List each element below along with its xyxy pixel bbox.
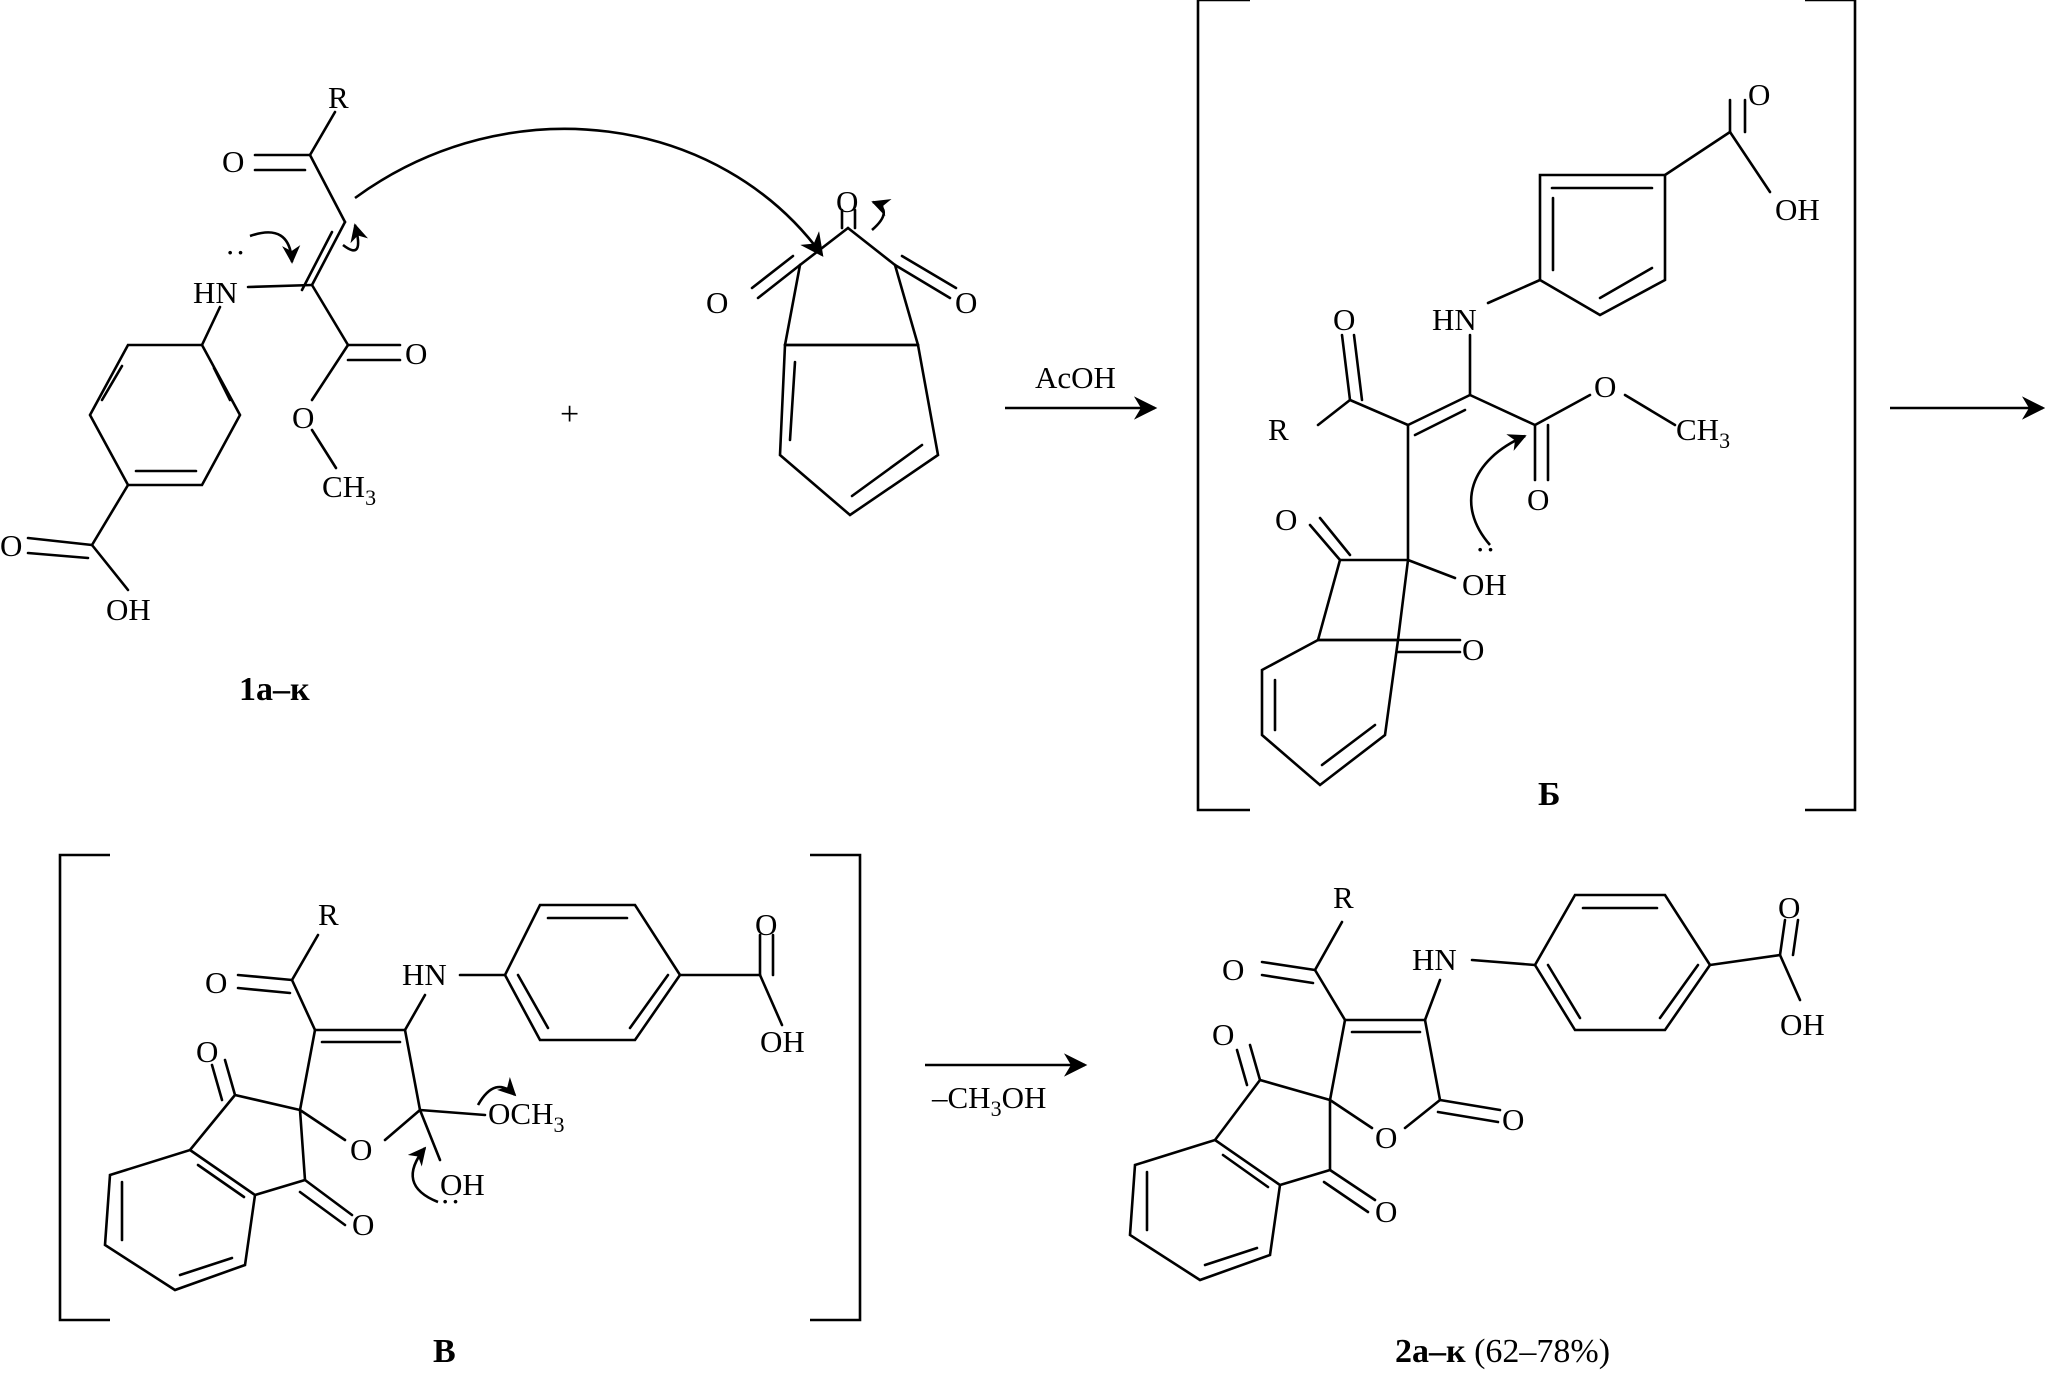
product-2: O OH HN R O O O O O 2а–к (62–78%) [1128, 880, 1825, 1370]
reagent-minus-methanol: –CH3OH [931, 1080, 1046, 1121]
v-acid-o: O [755, 907, 777, 942]
b-oh-label: OH [1462, 567, 1507, 602]
intermediate-b: O OH HN O R O CH3 O O OH ·· O Б [1196, 0, 1857, 813]
b-indane-o2: O [1462, 632, 1484, 667]
intermediate-v: O OH HN R O OCH3 O OH ·· O O В [58, 853, 862, 1370]
intermediate-b-caption: Б [1538, 776, 1560, 813]
v-indane-o2: O [352, 1207, 374, 1242]
v-methoxide-arrow [476, 1076, 517, 1106]
indanetrione-structure: O O O [706, 184, 977, 517]
compound-1-ester-o: O [405, 336, 427, 371]
b-r-label: R [1268, 412, 1289, 447]
compound-1-structure: R O HN ·· O O CH3 O OH 1а–к [0, 80, 427, 708]
compound-1-caption: 1а–к [239, 671, 310, 708]
p2-ketone-o: O [1222, 952, 1244, 987]
p2-r-label: R [1333, 880, 1354, 915]
product-2-caption: 2а–к (62–78%) [1395, 1333, 1610, 1370]
compound-1-lone-pair: ·· [225, 235, 246, 270]
compound-1-acid-oh: OH [106, 592, 151, 627]
p2-ring-o: O [1375, 1120, 1397, 1155]
attack-arrow [354, 127, 824, 257]
b-cyclization-arrow [1469, 434, 1527, 546]
compound-1-r-label: R [328, 80, 349, 115]
b-indane-o1: O [1275, 502, 1297, 537]
indanetrione-bonds [750, 208, 958, 517]
p2-lactone-o: O [1502, 1102, 1524, 1137]
intermediate-v-bonds [103, 903, 784, 1292]
p2-acid-oh: OH [1780, 1007, 1825, 1042]
b-lone-pair: ·· [1475, 532, 1496, 567]
b-nh-label: HN [1432, 302, 1477, 337]
intermediate-b-bonds [1260, 98, 1772, 787]
b-acid-oh: OH [1775, 192, 1820, 227]
bracket-v-right [810, 853, 862, 1322]
v-indane-o1: O [196, 1034, 218, 1069]
v-acid-oh: OH [760, 1024, 805, 1059]
v-nh-label: HN [402, 957, 447, 992]
indanetrione-carbonyl-arrow [871, 199, 892, 231]
indanetrione-top-o: O [836, 184, 858, 219]
v-oh-label: OH [440, 1167, 485, 1202]
reagent-acoh: AcOH [1035, 360, 1116, 395]
v-lone-pair: ·· [440, 1184, 461, 1219]
p2-nh-label: HN [1412, 942, 1457, 977]
bracket-b-left [1196, 0, 1250, 812]
product-2-bonds [1128, 893, 1802, 1282]
v-och3-label: OCH3 [488, 1096, 564, 1137]
compound-1-methyl-label: CH3 [322, 469, 376, 510]
indanetrione-left-o: O [706, 285, 728, 320]
bracket-v-left [58, 853, 110, 1322]
compound-1-arrow-pi [342, 223, 369, 252]
b-ether-o: O [1594, 369, 1616, 404]
compound-1-ether-o: O [292, 400, 314, 435]
compound-1-nh-label: HN [193, 275, 238, 310]
v-hydroxyl-arrow [407, 1146, 439, 1204]
indanetrione-right-o: O [955, 285, 977, 320]
v-r-label: R [318, 897, 339, 932]
b-methyl-label: CH3 [1676, 412, 1730, 453]
v-ring-o: O [350, 1132, 372, 1167]
compound-1-arrow-n [249, 231, 301, 264]
p2-indane-o1: O [1212, 1017, 1234, 1052]
b-ester-o: O [1527, 482, 1549, 517]
p2-indane-o2: O [1375, 1194, 1397, 1229]
plus-sign: + [560, 396, 579, 433]
bracket-b-right [1805, 0, 1857, 812]
compound-1-acid-o: O [0, 528, 22, 563]
compound-1-ketone-o: O [222, 144, 244, 179]
b-ketone-o: O [1333, 302, 1355, 337]
b-acid-o: O [1748, 77, 1770, 112]
p2-acid-o: O [1778, 890, 1800, 925]
intermediate-v-caption: В [433, 1333, 456, 1370]
compound-1-bonds [26, 110, 402, 592]
v-ketone-o: O [205, 965, 227, 1000]
